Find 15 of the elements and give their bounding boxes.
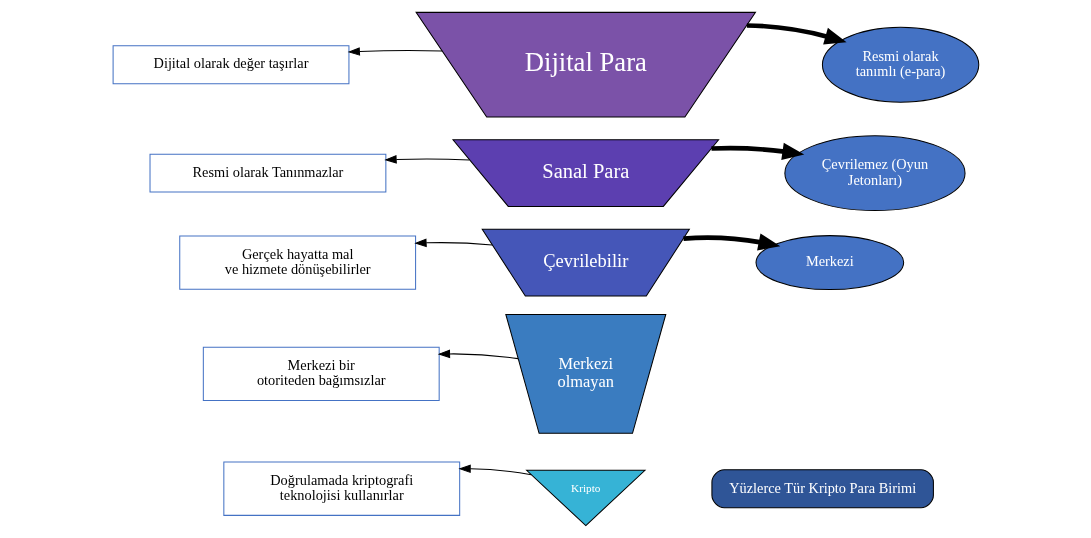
node-box: Merkezi bir otoriteden bağımsızlar [202,346,440,402]
arrow [413,238,493,248]
arrow [710,142,804,160]
arrow [746,23,847,45]
arrow [383,155,470,164]
arrow [457,464,532,476]
node-box: Dijital olarak değer taşırlar [112,45,349,85]
node-box: Gerçek hayatta mal ve hizmete dönüşebilirler [178,235,416,290]
node-ellipse: Çevrilemez (Oyun Jetonları) [783,135,966,212]
node-box: Yüzlerce Tür Kripto Para Birimi [710,469,934,509]
node-box: Resmi olarak Tanınmazlar [149,153,386,193]
arrow [437,349,518,360]
arrow [347,47,443,56]
arrow [682,233,780,251]
node-box: Doğrulamada kriptografi teknolojisi kullanırlar [222,461,460,516]
